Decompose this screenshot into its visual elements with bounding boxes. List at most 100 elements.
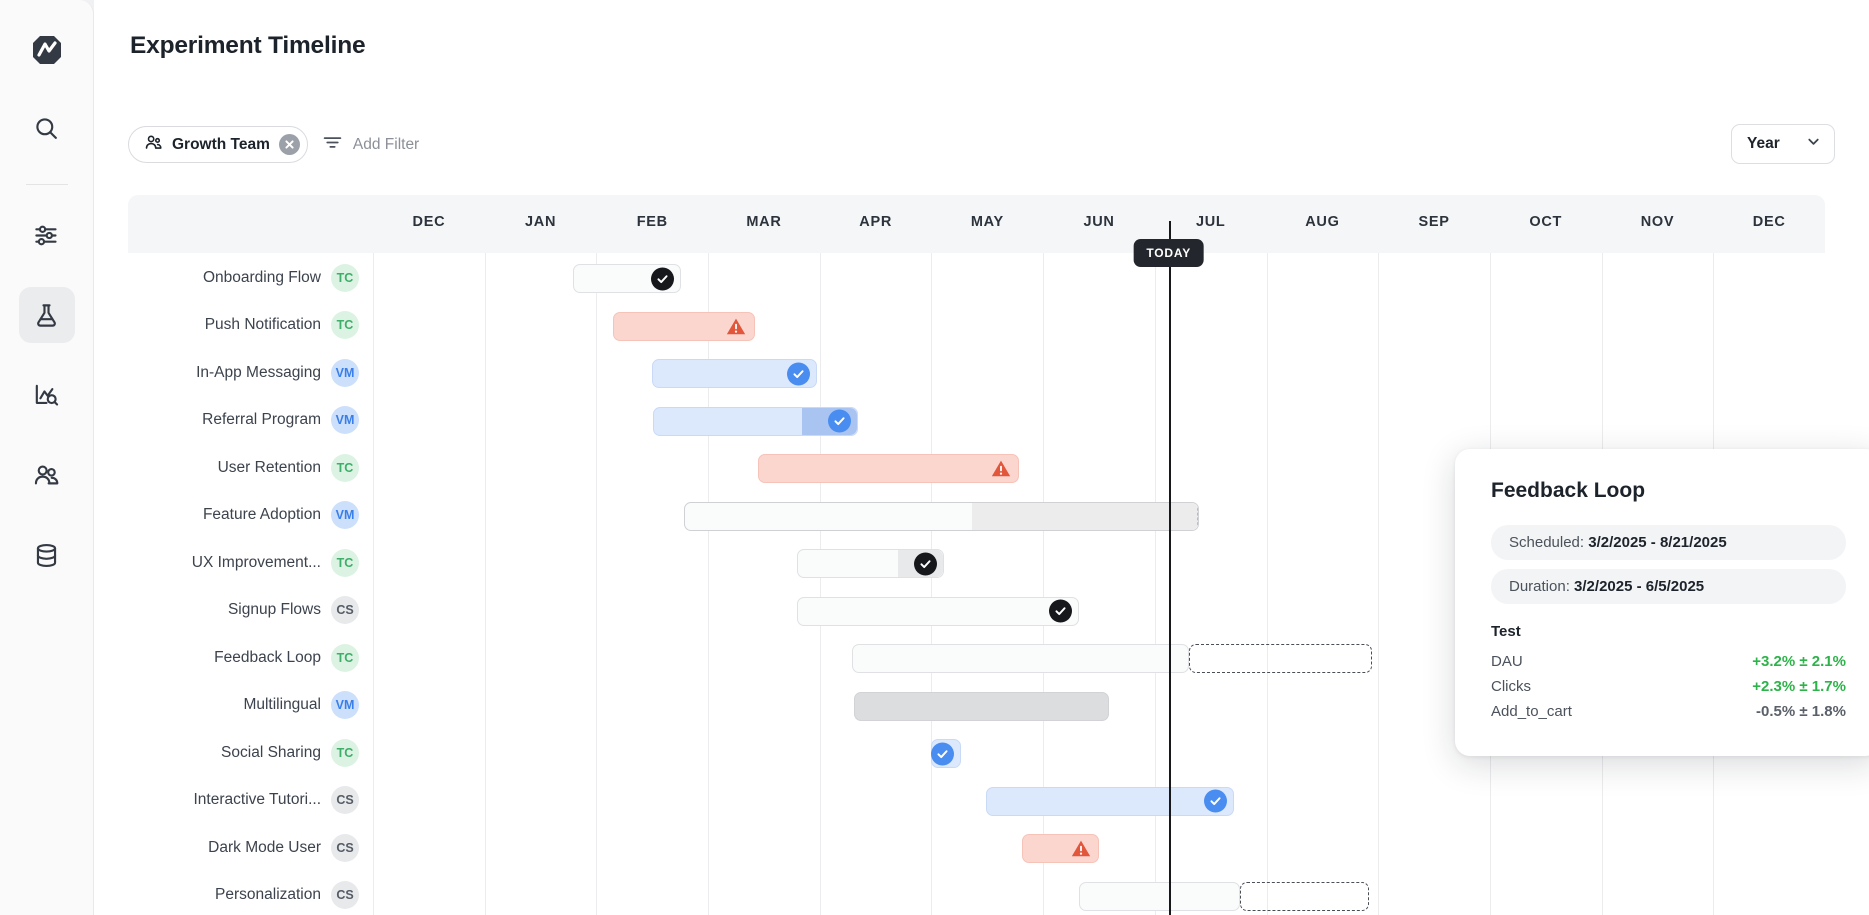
- tooltip-metric-value: +3.2% ± 2.1%: [1752, 653, 1846, 670]
- grid-line: [708, 253, 710, 915]
- tooltip-title: Feedback Loop: [1491, 479, 1646, 502]
- gantt-bar[interactable]: [797, 596, 1079, 626]
- sidebar-item-analytics[interactable]: [19, 367, 75, 423]
- gantt-bar[interactable]: [612, 311, 755, 341]
- month-label: JUL: [1195, 214, 1226, 230]
- tooltip-metric-name: DAU: [1491, 653, 1523, 670]
- gantt-bar[interactable]: [683, 501, 1200, 531]
- tooltip-duration-label: Duration:: [1509, 578, 1570, 595]
- users-icon: [33, 462, 60, 489]
- people-icon: [144, 133, 163, 157]
- tooltip-scheduled-label: Scheduled:: [1509, 534, 1585, 551]
- avatar: VM: [331, 406, 359, 435]
- tooltip-metric-row: DAU +3.2% ± 2.1%: [1491, 649, 1846, 674]
- gantt-bar[interactable]: [853, 691, 1110, 721]
- year-select[interactable]: Year: [1731, 124, 1835, 164]
- gantt-bar[interactable]: [651, 359, 818, 388]
- month-label: APR: [859, 214, 892, 230]
- filter-icon: [322, 132, 343, 158]
- gantt-bar[interactable]: [852, 644, 1190, 673]
- gantt-bar[interactable]: [653, 406, 858, 436]
- add-filter-button[interactable]: Add Filter: [322, 132, 419, 158]
- avatar: VM: [331, 358, 359, 387]
- gantt-bar[interactable]: [930, 739, 962, 768]
- gantt-row[interactable]: Interactive Tutori... CS: [128, 776, 1825, 824]
- sidebar-item-audiences[interactable]: [19, 447, 75, 503]
- warning-icon: [1069, 837, 1092, 860]
- gantt-bar[interactable]: [797, 549, 944, 578]
- check-icon: [1048, 599, 1072, 623]
- grid-line: [373, 253, 375, 915]
- tooltip-duration-value: 3/2/2025 - 6/5/2025: [1574, 578, 1705, 595]
- tooltip-metrics: DAU+3.2% ± 2.1%Clicks+2.3% ± 1.7%Add_to_…: [1491, 649, 1846, 724]
- gantt-row-label: In-App Messaging: [196, 363, 321, 381]
- gantt-bar[interactable]: [573, 264, 681, 293]
- gantt-bar-fill: [654, 407, 857, 435]
- sidebar-item-settings[interactable]: [19, 207, 75, 263]
- avatar: TC: [331, 738, 359, 767]
- gantt-bar[interactable]: [985, 786, 1235, 816]
- today-line: [1168, 221, 1171, 915]
- main-panel: Experiment Timeline Growth Team: [94, 0, 1869, 915]
- filter-chip-growth-team[interactable]: Growth Team: [128, 126, 308, 163]
- avatar: TC: [331, 643, 359, 672]
- gantt-bar[interactable]: [757, 454, 1020, 483]
- close-circle-icon[interactable]: [278, 134, 300, 155]
- sidebar-item-data[interactable]: [19, 527, 75, 583]
- today-badge: TODAY: [1133, 239, 1205, 267]
- month-label: JAN: [525, 214, 557, 230]
- filter-chip-label: Growth Team: [172, 135, 270, 153]
- avatar: CS: [331, 881, 359, 910]
- gantt-row-header: In-App Messaging VM: [128, 349, 373, 397]
- gantt-row-header: Interactive Tutori... CS: [128, 776, 373, 824]
- sliders-icon: [33, 222, 60, 249]
- gantt-row-label: Interactive Tutori...: [193, 791, 322, 809]
- month-label: AUG: [1305, 214, 1340, 230]
- gantt-bar[interactable]: [1078, 881, 1240, 911]
- sidebar-item-search[interactable]: [19, 100, 75, 156]
- month-label: NOV: [1640, 214, 1675, 230]
- database-icon: [33, 542, 60, 569]
- avatar: VM: [331, 691, 359, 720]
- app-logo: [19, 22, 75, 78]
- gantt-row[interactable]: In-App Messaging VM: [128, 349, 1825, 397]
- grid-line: [819, 253, 821, 915]
- gantt-row[interactable]: UX Improvement...TC: [128, 539, 1825, 587]
- gantt-bar[interactable]: [1022, 834, 1100, 863]
- chevron-down-icon: [1806, 134, 1821, 154]
- gantt-row[interactable]: Social Sharing TC: [128, 729, 1825, 777]
- warning-icon: [989, 457, 1012, 480]
- check-icon: [913, 552, 937, 575]
- tooltip-metric-name: Clicks: [1491, 678, 1531, 695]
- experiment-tooltip: Feedback Loop Scheduled: 3/2/2025 - 8/21…: [1455, 449, 1869, 756]
- tooltip-metric-value: +2.3% ± 1.7%: [1752, 678, 1846, 695]
- sidebar-divider: [25, 184, 68, 185]
- avatar: CS: [331, 786, 359, 815]
- month-label: DEC: [412, 214, 446, 230]
- month-label: MAR: [746, 214, 782, 230]
- avatar: TC: [331, 548, 359, 577]
- gantt-row-label: Social Sharing: [221, 743, 321, 761]
- check-icon: [931, 742, 955, 765]
- sidebar-item-experiments[interactable]: [18, 287, 75, 343]
- grid-line: [1378, 253, 1380, 915]
- check-icon: [787, 362, 811, 385]
